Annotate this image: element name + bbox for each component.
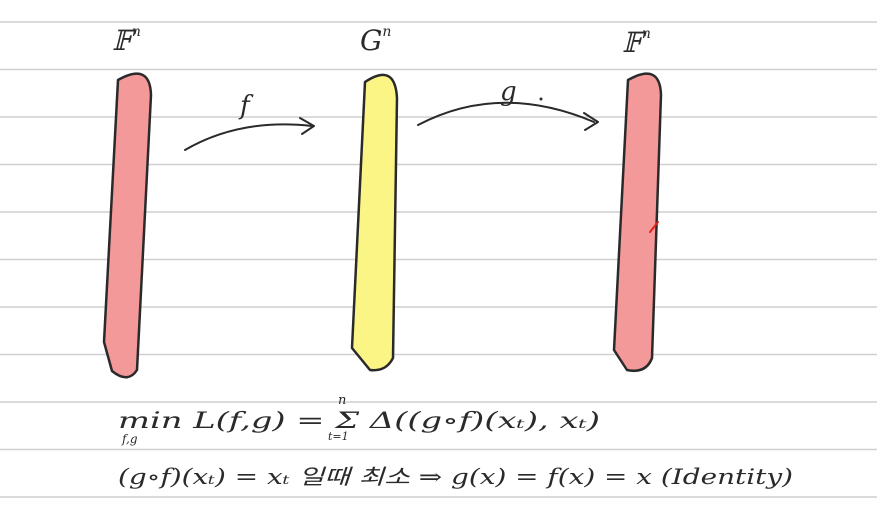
column-label-middle: Gn (360, 24, 391, 57)
arrow-g-head (583, 112, 599, 131)
arrow-f-head (299, 117, 315, 135)
dot-mark (539, 97, 543, 101)
vector-bar-middle (350, 73, 399, 372)
arrow-f (184, 123, 313, 151)
column-label-middle-base: G (360, 24, 382, 57)
formula-sum-lower: t=1 (328, 430, 349, 443)
formula-line-2-text: (g∘f)(xₜ) = xₜ 일때 최소 ⇒ g(x) = f(x) = x (… (118, 465, 793, 489)
formula-min-sub: f,g (121, 432, 138, 446)
formula-line-1: f,g n t=1 min L(f,g) = Σ Δ((g∘f)(xₜ), xₜ… (118, 393, 600, 446)
red-tick-mark (649, 221, 659, 233)
vector-bar-right (612, 72, 663, 372)
formula-sum-upper: n (338, 393, 346, 408)
vector-bar-left (102, 72, 153, 379)
arrow-label-g: g (500, 77, 517, 107)
column-label-left-sup: n (132, 24, 141, 40)
formula-line-1-text: min L(f,g) = Σ Δ((g∘f)(xₜ), xₜ) (118, 409, 600, 434)
column-label-right: 𝔽n (622, 26, 651, 59)
column-label-left: 𝔽n (112, 24, 141, 57)
column-label-middle-sup: n (382, 24, 391, 40)
arrow-g (417, 101, 595, 126)
column-label-right-sup: n (642, 26, 651, 42)
